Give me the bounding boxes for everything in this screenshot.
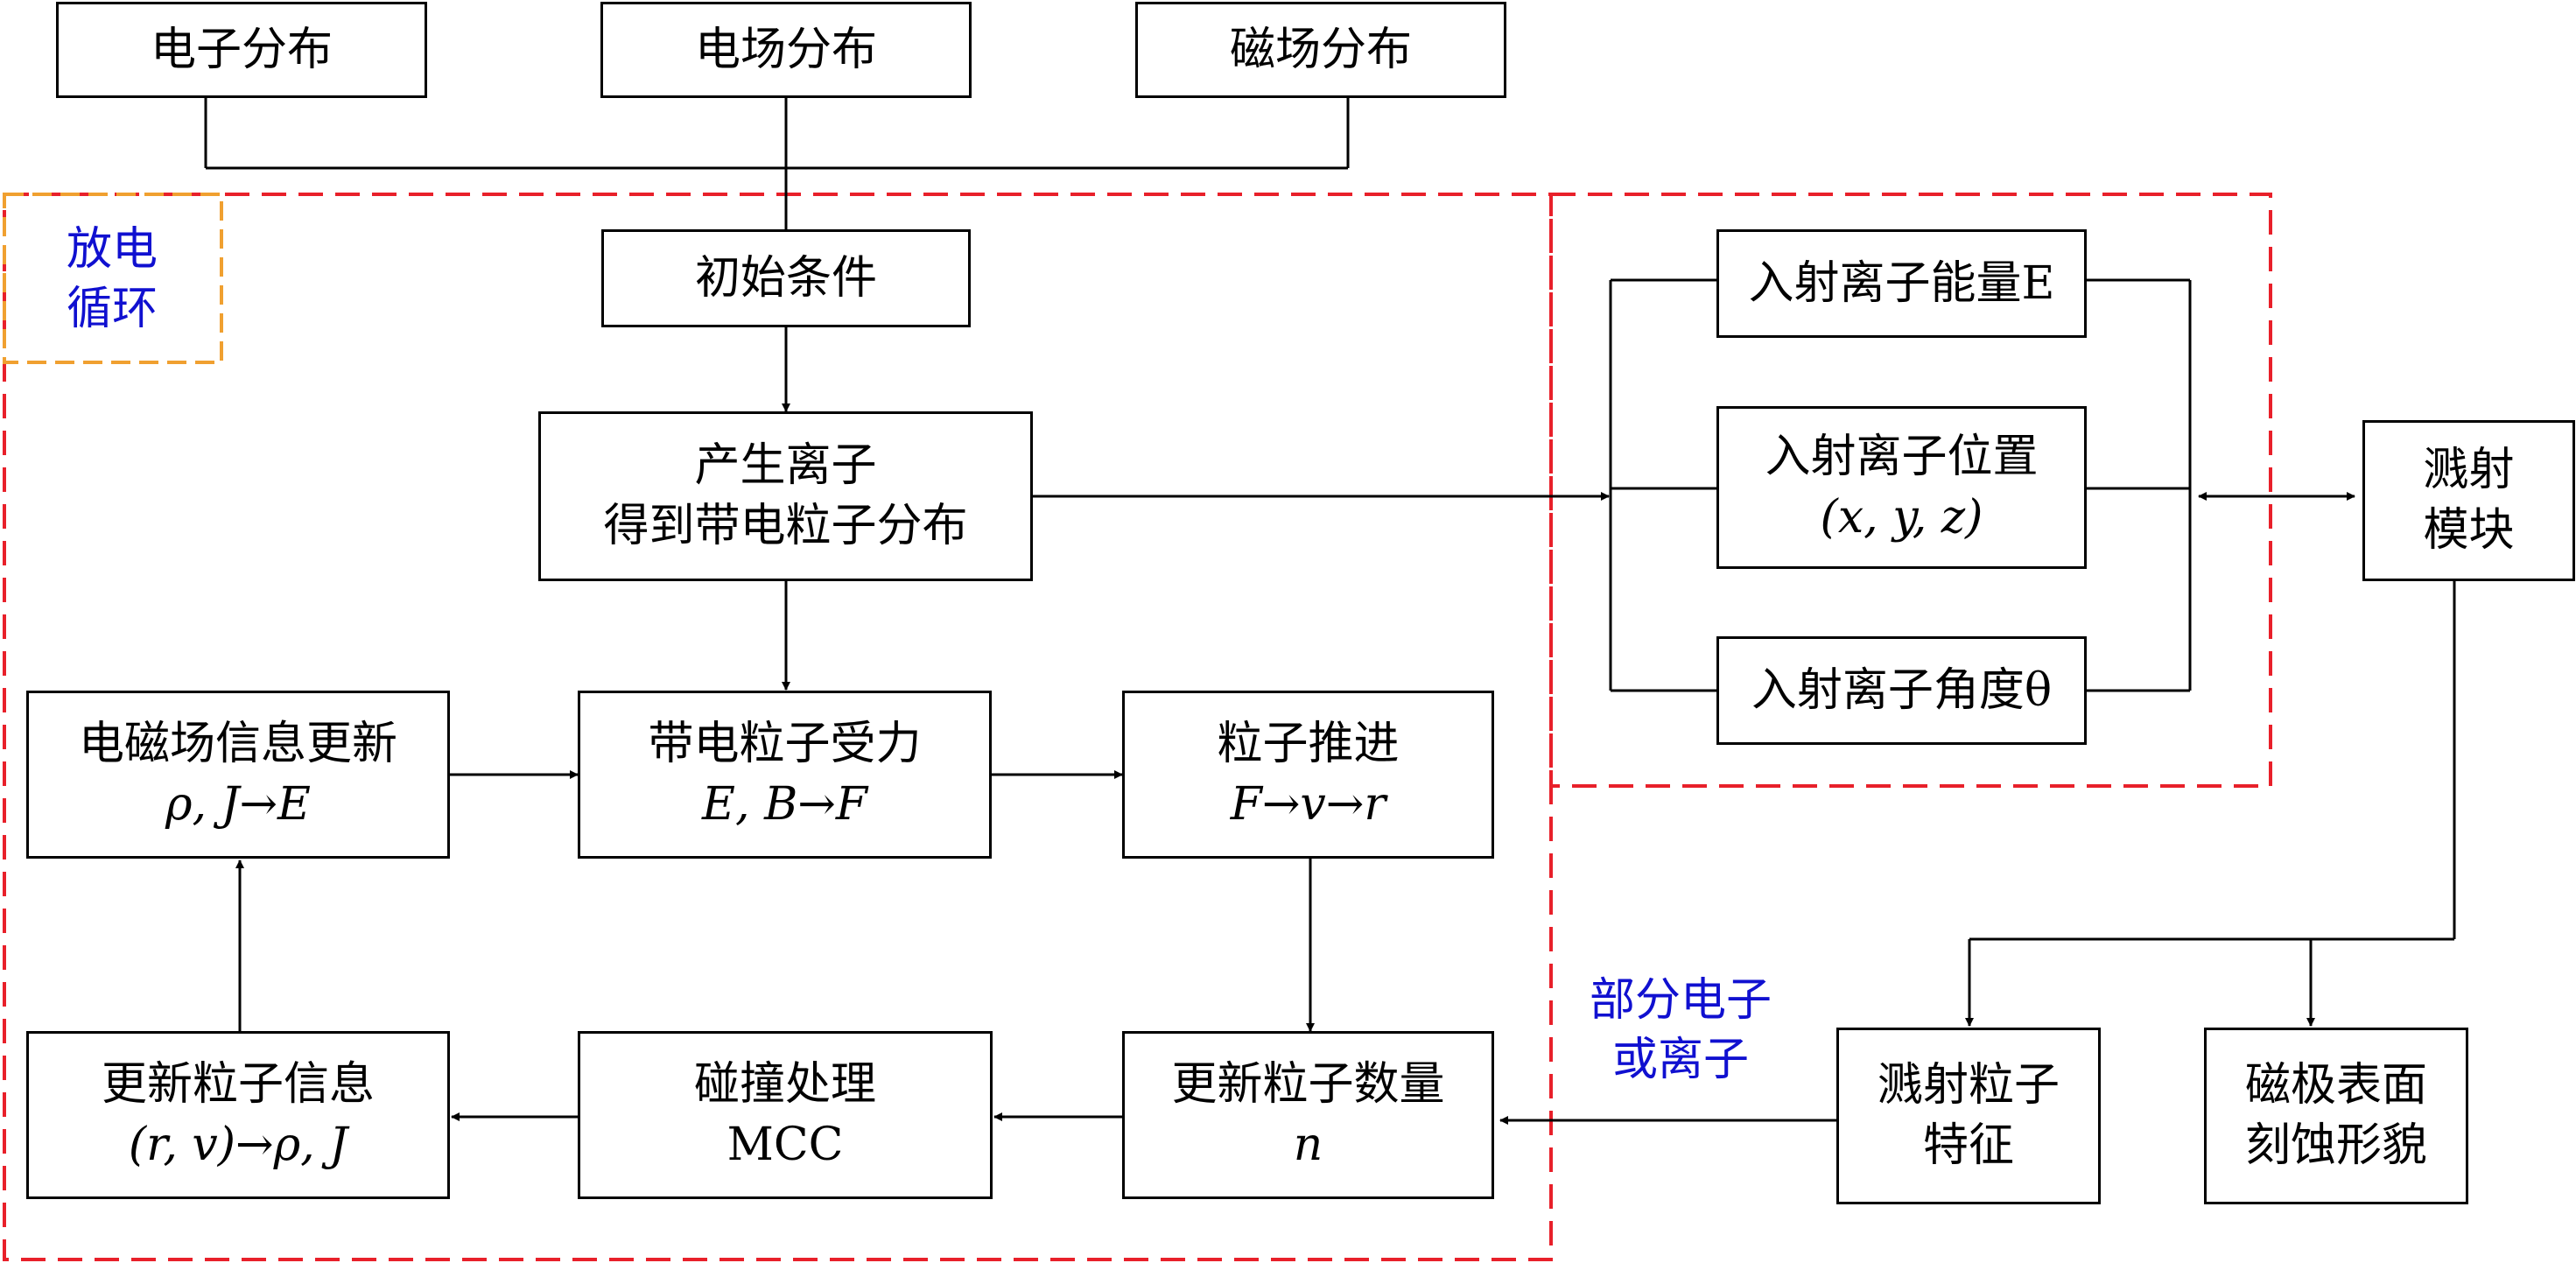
- sputter-particle-line2: 特征: [1922, 1119, 2014, 1172]
- incident-ion-energy-box: 入射离子能量E: [1716, 229, 2087, 338]
- discharge-cycle-label: 放电 循环: [42, 221, 182, 339]
- update-particle-info-line1: 更新粒子信息: [101, 1058, 375, 1112]
- discharge-cycle-region: [3, 193, 1553, 1261]
- particle-push-box: 粒子推进 F→v→r: [1122, 691, 1494, 859]
- particle-force-line2: E, B→F: [702, 778, 867, 831]
- efield-distribution-label: 电场分布: [694, 23, 877, 76]
- update-particle-count-line2: n: [1293, 1119, 1323, 1171]
- update-particle-count-line1: 更新粒子数量: [1171, 1058, 1445, 1112]
- initial-conditions-label: 初始条件: [694, 251, 877, 305]
- sputter-module-box: 溅射 模块: [2362, 420, 2575, 581]
- em-field-update-line2: ρ, J→E: [165, 778, 311, 831]
- partial-electrons-ions-line2: 或离子: [1611, 1033, 1749, 1086]
- em-field-update-line1: 电磁场信息更新: [78, 718, 397, 771]
- incident-ion-position-box: 入射离子位置 (x, y, z): [1716, 406, 2087, 569]
- bfield-distribution-box: 磁场分布: [1135, 2, 1506, 98]
- sputter-particle-line1: 溅射粒子: [1877, 1059, 2060, 1112]
- bfield-distribution-label: 磁场分布: [1229, 23, 1412, 76]
- incident-ion-angle-label: 入射离子角度θ: [1751, 663, 2053, 717]
- incident-ion-region: [1549, 193, 2272, 788]
- incident-ion-energy-label: 入射离子能量E: [1748, 256, 2055, 310]
- update-particle-info-line2: (r, v)→ρ, J: [128, 1119, 348, 1171]
- generate-ions-box: 产生离子 得到带电粒子分布: [538, 411, 1033, 581]
- partial-electrons-ions-label: 部分电子 或离子: [1567, 972, 1794, 1090]
- particle-push-line2: F→v→r: [1230, 778, 1386, 831]
- collision-line2: MCC: [726, 1119, 844, 1171]
- discharge-cycle-line1: 放电: [66, 223, 158, 276]
- particle-force-box: 带电粒子受力 E, B→F: [578, 691, 992, 859]
- particle-force-line1: 带电粒子受力: [648, 718, 922, 771]
- particle-push-line1: 粒子推进: [1217, 718, 1400, 771]
- update-particle-info-box: 更新粒子信息 (r, v)→ρ, J: [26, 1031, 450, 1199]
- update-particle-count-box: 更新粒子数量 n: [1122, 1031, 1494, 1199]
- discharge-cycle-line2: 循环: [66, 282, 158, 335]
- electron-distribution-label: 电子分布: [150, 23, 333, 76]
- erosion-morphology-line2: 刻蚀形貌: [2244, 1119, 2427, 1172]
- generate-ions-line2: 得到带电粒子分布: [603, 500, 968, 552]
- collision-line1: 碰撞处理: [693, 1058, 876, 1112]
- erosion-morphology-box: 磁极表面 刻蚀形貌: [2204, 1028, 2468, 1204]
- incident-ion-position-line1: 入射离子位置: [1765, 431, 2039, 484]
- collision-box: 碰撞处理 MCC: [578, 1031, 993, 1199]
- generate-ions-line1: 产生离子: [694, 439, 877, 493]
- sputter-particle-box: 溅射粒子 特征: [1836, 1028, 2101, 1204]
- initial-conditions-box: 初始条件: [601, 229, 971, 327]
- erosion-morphology-line1: 磁极表面: [2244, 1059, 2427, 1112]
- discharge-label-frame: [3, 193, 223, 364]
- sputter-module-line1: 溅射: [2423, 444, 2515, 497]
- incident-ion-position-line2: (x, y, z): [1820, 491, 1983, 544]
- incident-ion-angle-box: 入射离子角度θ: [1716, 636, 2087, 745]
- efield-distribution-box: 电场分布: [600, 2, 972, 98]
- electron-distribution-box: 电子分布: [56, 2, 427, 98]
- em-field-update-box: 电磁场信息更新 ρ, J→E: [26, 691, 450, 859]
- sputter-module-line2: 模块: [2423, 504, 2515, 557]
- partial-electrons-ions-line1: 部分电子: [1589, 974, 1772, 1027]
